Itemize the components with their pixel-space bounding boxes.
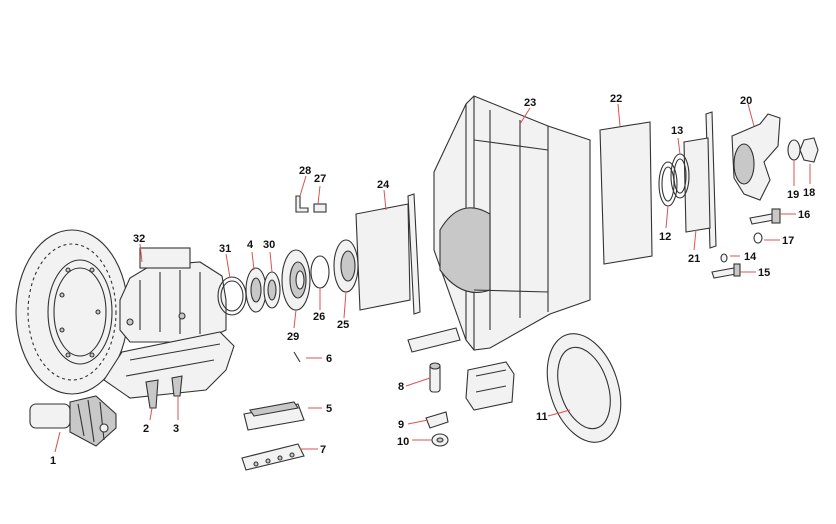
bearing-assembly (281, 249, 311, 311)
o-ring (310, 255, 330, 289)
callout-26: 26 (313, 311, 325, 323)
gasket-plate-small (683, 137, 711, 233)
callout-30: 30 (263, 239, 275, 251)
differential-case-upper (119, 247, 227, 343)
callout-22: 22 (610, 93, 622, 105)
callout-31: 31 (219, 243, 231, 255)
nut-10 (431, 433, 449, 447)
callout-20: 20 (740, 95, 752, 107)
callout-1: 1 (50, 455, 56, 467)
callout-19: 19 (787, 189, 799, 201)
callout-10: 10 (397, 436, 409, 448)
pin (293, 351, 301, 363)
washer-9 (425, 411, 449, 429)
callout-23: 23 (524, 97, 536, 109)
callout-32: 32 (133, 233, 145, 245)
bolt-8 (429, 362, 441, 393)
callout-16: 16 (798, 209, 810, 221)
shaft-sleeve (407, 327, 461, 353)
gasket-plate-right (599, 121, 653, 265)
seal-ring-13 (670, 153, 690, 199)
callout-24: 24 (377, 179, 390, 191)
washer-17 (753, 232, 763, 244)
callout-9: 9 (398, 419, 404, 431)
axle-housing (433, 95, 591, 351)
callout-27: 27 (314, 173, 326, 185)
pad-7 (241, 443, 305, 471)
callout-28: 28 (299, 165, 311, 177)
callout-4: 4 (247, 239, 254, 251)
pad-5 (243, 401, 305, 431)
oil-seal (333, 239, 359, 293)
callout-3: 3 (173, 423, 179, 435)
bracket-clip (295, 195, 309, 213)
bearing-cone (263, 271, 281, 309)
nut-18 (799, 137, 819, 163)
differential-case-lower (103, 331, 235, 409)
gasket-plate-left (355, 203, 411, 311)
callout-labels: 1 2 3 4 5 6 7 8 9 10 11 12 13 14 15 16 1… (50, 93, 815, 467)
callout-25: 25 (337, 319, 349, 331)
cover-gasket (546, 333, 622, 443)
callout-5: 5 (326, 403, 332, 415)
callout-17: 17 (782, 235, 794, 247)
callout-21: 21 (688, 253, 700, 265)
gasket-strip-left (407, 193, 421, 315)
leader-lines (54, 103, 811, 453)
brake-caliper (731, 113, 781, 201)
callout-13: 13 (671, 125, 683, 137)
callout-15: 15 (758, 267, 770, 279)
pinion-gear (29, 395, 117, 447)
callout-12: 12 (659, 231, 671, 243)
small-clip (313, 203, 327, 213)
ring-gear (15, 229, 129, 395)
bearing-cup (245, 267, 267, 313)
pin-14 (720, 253, 728, 263)
callout-8: 8 (398, 381, 404, 393)
callout-6: 6 (326, 353, 332, 365)
callout-14: 14 (744, 251, 757, 263)
bolt-15 (711, 263, 741, 279)
carrier-block (465, 361, 515, 411)
washer-19 (787, 139, 801, 161)
callout-2: 2 (143, 423, 149, 435)
callout-7: 7 (320, 444, 326, 456)
callout-29: 29 (287, 331, 299, 343)
bolt-16 (749, 208, 781, 225)
callout-18: 18 (803, 187, 815, 199)
callout-11: 11 (536, 411, 548, 423)
